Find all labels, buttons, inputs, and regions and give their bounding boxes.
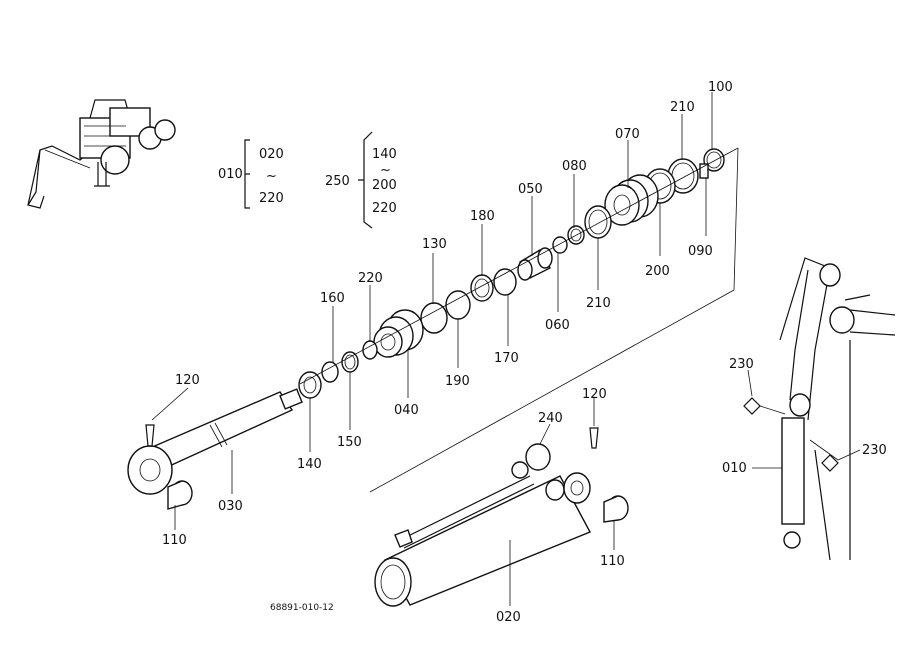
label-200: 200 (645, 264, 670, 279)
label-090: 090 (688, 244, 713, 259)
label-100: 100 (708, 80, 733, 95)
label-210-upper: 210 (670, 100, 695, 115)
label-230-lower: 230 (862, 443, 887, 458)
label-220-range-end: 220 (259, 191, 284, 206)
label-110-rod: 110 (162, 533, 187, 548)
label-010: 010 (722, 461, 747, 476)
label-240: 240 (538, 411, 563, 426)
bracket-group-250: 250 140 ~ 200 220 (325, 131, 397, 229)
boom-arm-assembly (743, 257, 896, 561)
exploded-view-frame (299, 147, 739, 493)
label-120-tube: 120 (582, 387, 607, 402)
label-140-range-start: 140 (372, 147, 397, 162)
backhoe-thumbnail-icon (27, 99, 176, 209)
label-230-upper: 230 (729, 357, 754, 372)
label-250-group: 250 (325, 174, 350, 189)
label-010-group: 010 (218, 167, 243, 182)
label-170: 170 (494, 351, 519, 366)
label-180: 180 (470, 209, 495, 224)
label-tilde-250: ~ (380, 163, 391, 178)
label-130: 130 (422, 237, 447, 252)
label-060: 060 (545, 318, 570, 333)
label-080: 080 (562, 159, 587, 174)
label-140: 140 (297, 457, 322, 472)
cylinder-tube-020 (374, 427, 629, 607)
label-220: 220 (358, 271, 383, 286)
leader-lines (151, 92, 861, 606)
label-120-rod: 120 (175, 373, 200, 388)
label-110-tube: 110 (600, 554, 625, 569)
piston-rod-030 (127, 388, 303, 510)
seal-kit-parts (298, 148, 725, 399)
label-020: 020 (496, 610, 521, 625)
label-030: 030 (218, 499, 243, 514)
label-070: 070 (615, 127, 640, 142)
label-050: 050 (518, 182, 543, 197)
label-160: 160 (320, 291, 345, 306)
drawing-number: 68891-010-12 (270, 603, 334, 613)
label-040: 040 (394, 403, 419, 418)
label-tilde-010: ~ (266, 169, 277, 184)
part-labels: 100 210 070 080 050 180 130 220 160 090 … (162, 80, 887, 625)
label-150: 150 (337, 435, 362, 450)
label-220-range-end-250: 220 (372, 201, 397, 216)
label-200-range-mid: 200 (372, 178, 397, 193)
bracket-group-010: 010 020 ~ 220 (218, 139, 284, 209)
label-020-range-start: 020 (259, 147, 284, 162)
label-190: 190 (445, 374, 470, 389)
label-210-lower: 210 (586, 296, 611, 311)
